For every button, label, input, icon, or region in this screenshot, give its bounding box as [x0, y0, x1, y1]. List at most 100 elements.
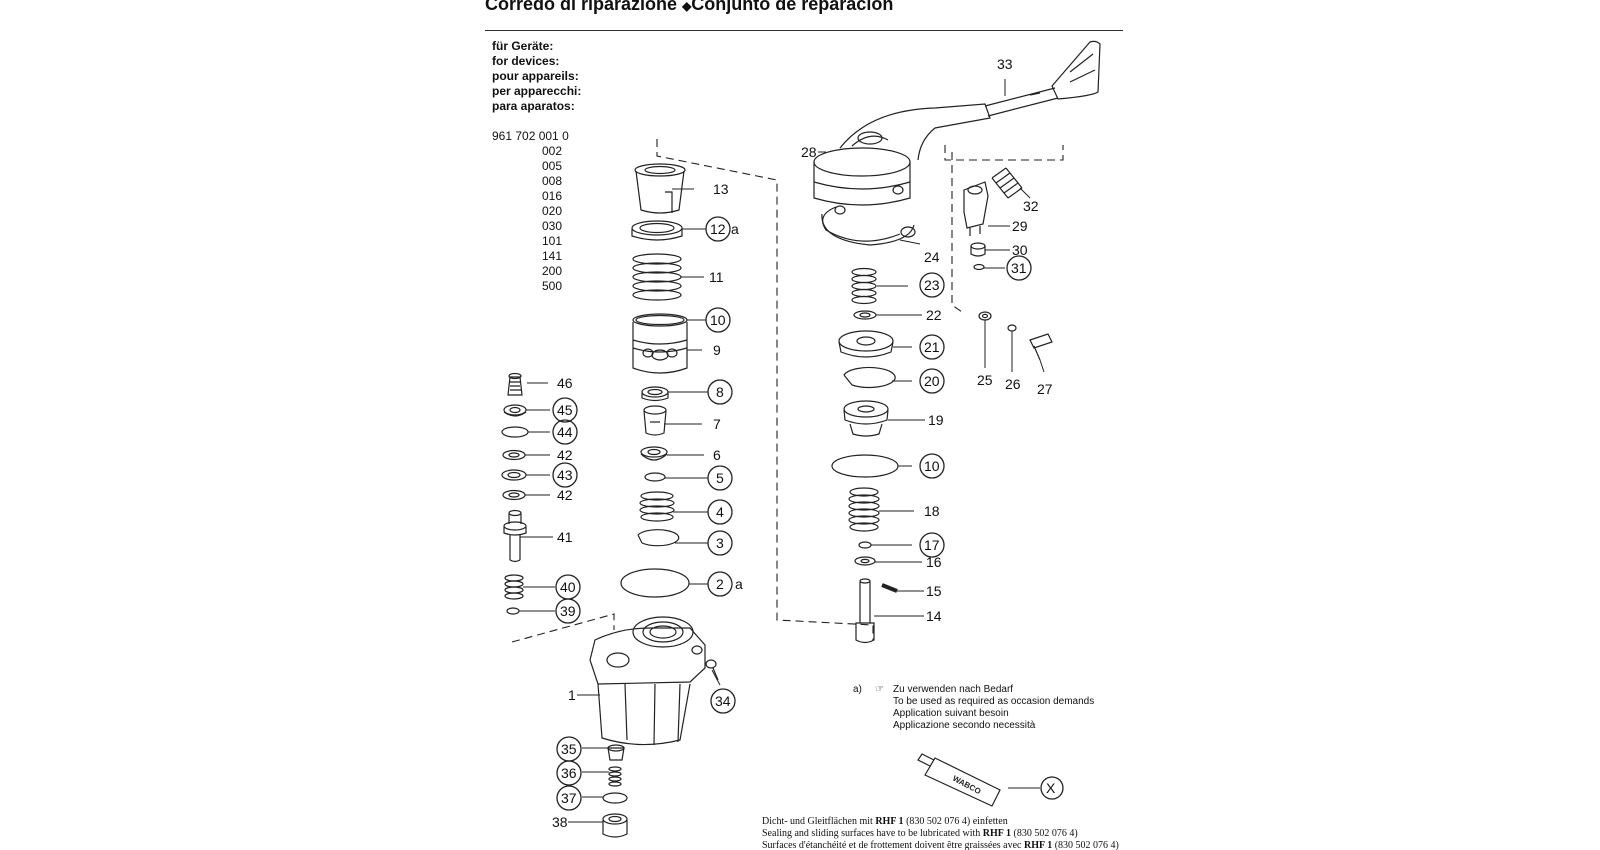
- callout-26: 26: [1005, 376, 1021, 392]
- callout-6: 6: [713, 447, 721, 463]
- devices-label-fr: pour appareils:: [492, 69, 579, 83]
- part-23-spring: [851, 267, 877, 305]
- assembly-guide-lines: [511, 139, 1064, 643]
- callout-38: 38: [552, 814, 568, 830]
- part-6-valve-seat: [640, 446, 668, 461]
- callout-13: 13: [713, 181, 729, 197]
- callout-37: 37: [561, 790, 577, 806]
- devices-label-es: para aparatos:: [492, 99, 575, 113]
- part-40-spring: [504, 574, 524, 600]
- callout-28: 28: [801, 144, 817, 160]
- callout-43: 43: [557, 467, 573, 483]
- part-7-sleeve: [643, 405, 667, 436]
- part-19-valve-body: [843, 400, 889, 437]
- part-5-oring: [644, 472, 666, 482]
- lubrication-line-fr: Surfaces d'étanchéité et de frottement d…: [762, 840, 1119, 850]
- device-suffix: 008: [542, 174, 563, 188]
- callout-34: 34: [715, 693, 731, 709]
- callout-21: 21: [924, 339, 940, 355]
- part-45-seal: [503, 404, 527, 417]
- callout-39: 39: [560, 603, 576, 619]
- title-separator-diamond-icon: ◆: [682, 0, 692, 13]
- device-suffix: 030: [542, 219, 563, 233]
- callout-15: 15: [926, 583, 942, 599]
- device-suffix: 200: [542, 264, 563, 278]
- part-42-washer: [502, 489, 526, 501]
- note-line-it: Applicazione secondo necessità: [893, 720, 1036, 731]
- lubrication-line-en: Sealing and sliding surfaces have to be …: [762, 828, 1078, 839]
- page-title: Corredo di riparazione ◆Conjunto de repa…: [485, 0, 893, 15]
- callout-35: 35: [561, 741, 577, 757]
- part-18-spring: [848, 487, 880, 532]
- callout-40: 40: [560, 579, 576, 595]
- device-base-number: 961 702 001 0: [492, 129, 569, 143]
- callout-19: 19: [928, 412, 944, 428]
- part-13-sleeve: [634, 163, 686, 214]
- callout-4: 4: [716, 504, 724, 520]
- part-37-oring: [602, 792, 628, 804]
- tube-brand-logo: WABCO: [951, 774, 982, 796]
- device-suffix: 141: [542, 249, 563, 263]
- callout-42: 42: [557, 487, 573, 503]
- device-suffix: 016: [542, 189, 563, 203]
- title-italian: Corredo di riparazione: [485, 0, 678, 14]
- devices-label-it: per apparecchi:: [492, 84, 582, 98]
- callout-9: 9: [713, 342, 721, 358]
- part-4-spring: [639, 491, 675, 522]
- part-31-washer: [973, 263, 985, 271]
- callout-42: 42: [557, 447, 573, 463]
- part-38-plug: [602, 813, 628, 838]
- part-21-disc: [838, 330, 894, 358]
- callout-24: 24: [924, 249, 940, 265]
- part-28-head: [813, 103, 991, 206]
- callout-a-marker: a: [735, 576, 743, 592]
- part-42-washer: [502, 449, 526, 461]
- callout-1: 1: [568, 687, 576, 703]
- part-15-pin: [881, 583, 898, 593]
- part-24-clamp-ring: [821, 205, 916, 246]
- part-10-oring: [831, 454, 899, 478]
- callout-a-marker: a: [731, 221, 739, 237]
- callout-25: 25: [977, 372, 993, 388]
- part-8-seal: [641, 386, 669, 402]
- part-39-oring: [506, 607, 520, 615]
- callout-29: 29: [1012, 218, 1028, 234]
- device-suffix: 005: [542, 159, 563, 173]
- callout-10: 10: [924, 458, 940, 474]
- callout-22: 22: [926, 307, 942, 323]
- device-suffix: 500: [542, 279, 563, 293]
- part-16-washer: [854, 556, 876, 566]
- callout-36: 36: [561, 765, 577, 781]
- callout-32: 32: [1023, 198, 1039, 214]
- part-22-washer: [853, 310, 877, 320]
- callout-27: 27: [1037, 381, 1053, 397]
- title-spanish: Conjunto de reparación: [691, 0, 894, 14]
- callout-30: 30: [1012, 242, 1028, 258]
- callout-7: 7: [713, 416, 721, 432]
- part-11-spring: [632, 253, 682, 301]
- part-2-oring: [620, 568, 690, 598]
- callout-12: 12: [710, 221, 726, 237]
- part-29-bracket: [963, 181, 989, 236]
- devices-label-en: for devices:: [492, 54, 560, 68]
- device-suffix: 020: [542, 204, 563, 218]
- callout-20: 20: [924, 373, 940, 389]
- callout-17: 17: [924, 537, 940, 553]
- part-14-plunger: [855, 578, 875, 644]
- part-35-plug: [607, 744, 625, 761]
- callout-5: 5: [716, 470, 724, 486]
- callout-2: 2: [716, 576, 724, 592]
- callout-14: 14: [926, 608, 942, 624]
- part-34-screw: [705, 659, 719, 681]
- part-1-housing: [589, 616, 706, 746]
- device-suffix: 002: [542, 144, 563, 158]
- callout-labels: 13 12 a 11 10 9 8 7 6 5 4 3 2 a 1 34 46 …: [552, 56, 1056, 830]
- part-44-oring: [501, 426, 529, 438]
- part-25-nut: [978, 311, 992, 321]
- callout-x: X: [1046, 780, 1056, 796]
- note-marker: a): [853, 684, 862, 695]
- part-41-stem: [503, 509, 527, 563]
- pointing-hand-icon: ☞: [875, 684, 884, 695]
- part-27-screw: [1029, 333, 1053, 361]
